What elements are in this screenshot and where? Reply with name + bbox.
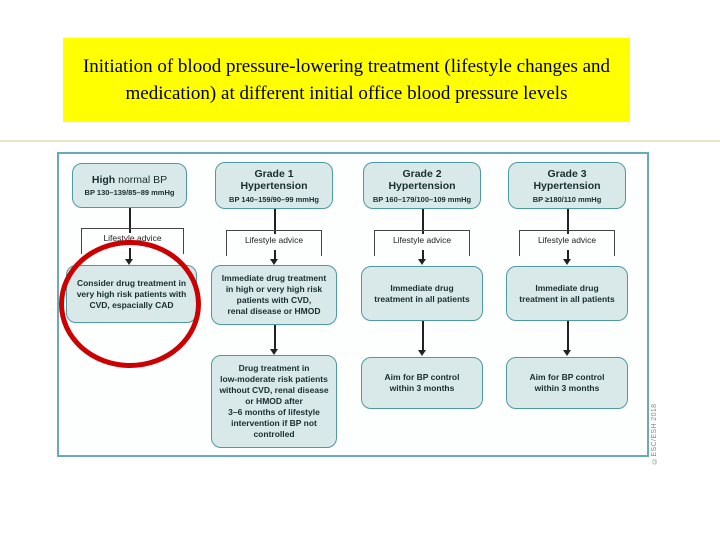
bp-range-label: BP 160–179/100–109 mmHg [372, 194, 472, 204]
action-text: Immediate drug treatment in high or very… [221, 273, 327, 316]
lifestyle-advice-box: Lifestyle advice [519, 230, 615, 256]
arrowhead-down-icon [418, 259, 426, 265]
action-box-immediate-treatment-all: Immediate drug treatment in all patients [361, 266, 483, 321]
followup-box-bp-control-3-months: Aim for BP control within 3 months [506, 357, 628, 409]
followup-box-drug-treatment-low-moderate: Drug treatment in low-moderate risk pati… [211, 355, 337, 448]
lifestyle-advice-box: Lifestyle advice [81, 228, 184, 254]
connector-line [129, 208, 131, 233]
header-title-bold: High [91, 173, 116, 186]
action-text: Immediate drug treatment in all patients [374, 282, 470, 304]
followup-text: Aim for BP control within 3 months [529, 372, 605, 393]
slide-title-banner: Initiation of blood pressure-lowering tr… [63, 38, 630, 122]
copyright-credit: ©ESC/ESH 2018 [651, 403, 658, 464]
bp-range-label: BP ≥180/110 mmHg [532, 194, 602, 204]
connector-line [422, 250, 424, 259]
lifestyle-advice-box: Lifestyle advice [226, 230, 322, 256]
action-box-immediate-treatment-all: Immediate drug treatment in all patients [506, 266, 628, 321]
connector-line [274, 325, 276, 349]
header-box-grade-1: Grade 1 Hypertension BP 140–159/90–99 mm… [215, 162, 333, 209]
title-divider-line [0, 140, 720, 142]
action-text: Immediate drug treatment in all patients [519, 282, 615, 304]
bp-range-label: BP 130–139/85–89 mmHg [84, 188, 175, 198]
followup-box-bp-control-3-months: Aim for BP control within 3 months [361, 357, 483, 409]
red-highlight-ellipse [59, 240, 201, 368]
header-title: Grade 3 Hypertension [533, 167, 601, 193]
lifestyle-advice-box: Lifestyle advice [374, 230, 470, 256]
followup-text: Drug treatment in low-moderate risk pati… [219, 363, 329, 439]
arrowhead-down-icon [418, 350, 426, 356]
header-title: Grade 1 Hypertension [240, 167, 308, 193]
header-box-grade-2: Grade 2 Hypertension BP 160–179/100–109 … [363, 162, 481, 209]
arrowhead-down-icon [270, 349, 278, 355]
connector-line [422, 321, 424, 350]
header-box-grade-3: Grade 3 Hypertension BP ≥180/110 mmHg [508, 162, 626, 209]
flowchart-frame: High normal BP BP 130–139/85–89 mmHg Lif… [57, 152, 649, 457]
header-title: Grade 2 Hypertension [388, 167, 456, 193]
connector-line [567, 209, 569, 234]
followup-text: Aim for BP control within 3 months [384, 372, 460, 393]
connector-line [567, 250, 569, 259]
header-box-high-normal-bp: High normal BP BP 130–139/85–89 mmHg [72, 163, 187, 208]
arrowhead-down-icon [563, 259, 571, 265]
connector-line [567, 321, 569, 350]
arrowhead-down-icon [563, 350, 571, 356]
connector-line [422, 209, 424, 234]
bp-range-label: BP 140–159/90–99 mmHg [229, 194, 319, 204]
connector-line [274, 209, 276, 234]
header-title-rest: normal BP [115, 173, 168, 186]
connector-line [274, 250, 276, 259]
slide-title: Initiation of blood pressure-lowering tr… [82, 56, 611, 104]
header-title: High normal BP [92, 174, 167, 187]
arrowhead-down-icon [270, 259, 278, 265]
action-box-immediate-treatment-high-risk: Immediate drug treatment in high or very… [211, 265, 337, 325]
